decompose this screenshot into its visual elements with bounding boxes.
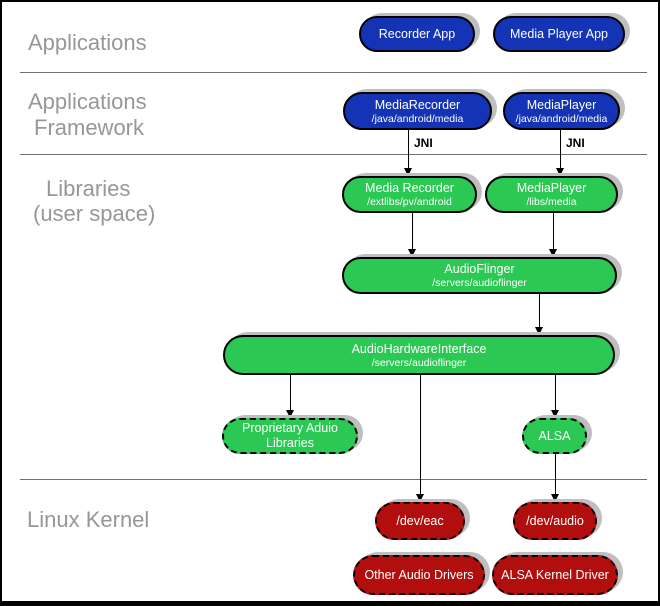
edge-ahi-to-proprietary xyxy=(290,375,291,411)
arrowhead-icon xyxy=(551,494,559,502)
node-title: Proprietary Aduio Libraries xyxy=(242,421,338,450)
arrowhead-icon xyxy=(404,168,412,176)
layer-label-framework-line2: Framework xyxy=(34,115,145,140)
node-mediaplayer-framework: MediaPlayer /java/android/media xyxy=(503,92,620,130)
layer-label-libraries-line2: (user space) xyxy=(33,201,156,226)
edge-ahi-to-alsa xyxy=(555,375,556,411)
node-path: /java/android/media xyxy=(515,112,608,125)
node-title: MediaRecorder xyxy=(374,97,461,112)
node-path: /servers/audioflinger xyxy=(432,277,527,289)
edge-mediarecorder-to-audioflinger xyxy=(412,212,413,250)
node-other-audio-drivers: Other Audio Drivers xyxy=(353,555,485,595)
divider-framework-libraries xyxy=(20,154,647,155)
node-mediaplayer-lib: MediaPlayer /libs/media xyxy=(485,176,618,213)
node-dev-audio: /dev/audio xyxy=(513,502,597,540)
node-title: Media Recorder xyxy=(365,181,454,195)
edge-ahi-to-dev-eac xyxy=(420,375,421,495)
divider-applications-framework xyxy=(20,72,647,73)
node-audioflinger: AudioFlinger /servers/audioflinger xyxy=(342,257,617,294)
jni-label-right: JNI xyxy=(566,136,585,150)
node-title: /dev/audio xyxy=(526,513,584,528)
edge-mediaplayer-to-audioflinger xyxy=(553,212,554,250)
layer-label-framework-line1: Applications xyxy=(28,89,147,114)
node-media-player-app: Media Player App xyxy=(493,16,625,52)
arrowhead-icon xyxy=(549,249,557,257)
layer-label-libraries-line1: Libraries xyxy=(46,176,131,201)
node-path: /servers/audioflinger xyxy=(371,356,467,369)
node-recorder-app: Recorder App xyxy=(359,16,475,52)
node-title: AudioHardwareInterface xyxy=(351,341,487,356)
node-alsa: ALSA xyxy=(522,418,587,454)
node-title: ALSA xyxy=(538,428,571,443)
edge-mediarecorder-jni xyxy=(408,130,409,169)
node-title: /dev/eac xyxy=(396,513,444,528)
arrowhead-icon xyxy=(408,249,416,257)
jni-label-left: JNI xyxy=(414,136,433,150)
node-title: MediaPlayer xyxy=(526,97,597,112)
edge-audioflinger-to-ahi xyxy=(539,293,540,328)
arrowhead-icon xyxy=(535,327,543,335)
node-title: ALSA Kernel Driver xyxy=(501,567,609,582)
node-mediarecorder-framework: MediaRecorder /java/android/media xyxy=(343,92,492,130)
divider-libraries-kernel xyxy=(20,479,647,480)
node-title: Media Player App xyxy=(510,26,608,41)
node-path: /libs/media xyxy=(526,196,577,208)
node-media-recorder-lib: Media Recorder /extlibs/pv/android xyxy=(342,176,477,213)
node-path: /java/android/media xyxy=(371,112,464,125)
node-title: MediaPlayer xyxy=(516,181,587,195)
arrowhead-icon xyxy=(556,168,564,176)
layer-label-applications: Applications xyxy=(28,30,147,55)
arrowhead-icon xyxy=(551,410,559,418)
arrowhead-icon xyxy=(286,410,294,418)
edge-mediaplayer-jni xyxy=(560,130,561,169)
node-title: Other Audio Drivers xyxy=(364,567,474,582)
node-dev-eac: /dev/eac xyxy=(375,502,465,540)
node-alsa-kernel-driver: ALSA Kernel Driver xyxy=(492,555,618,595)
layer-label-linux-kernel: Linux Kernel xyxy=(27,507,150,532)
arrowhead-icon xyxy=(416,494,424,502)
edge-alsa-to-dev-audio xyxy=(555,453,556,495)
node-path: /extlibs/pv/android xyxy=(367,196,452,208)
node-proprietary-audio-libraries: Proprietary Aduio Libraries xyxy=(222,418,358,454)
node-title: AudioFlinger xyxy=(444,262,515,276)
node-audio-hardware-interface: AudioHardwareInterface /servers/audiofli… xyxy=(223,335,615,375)
node-title: Recorder App xyxy=(378,26,456,41)
